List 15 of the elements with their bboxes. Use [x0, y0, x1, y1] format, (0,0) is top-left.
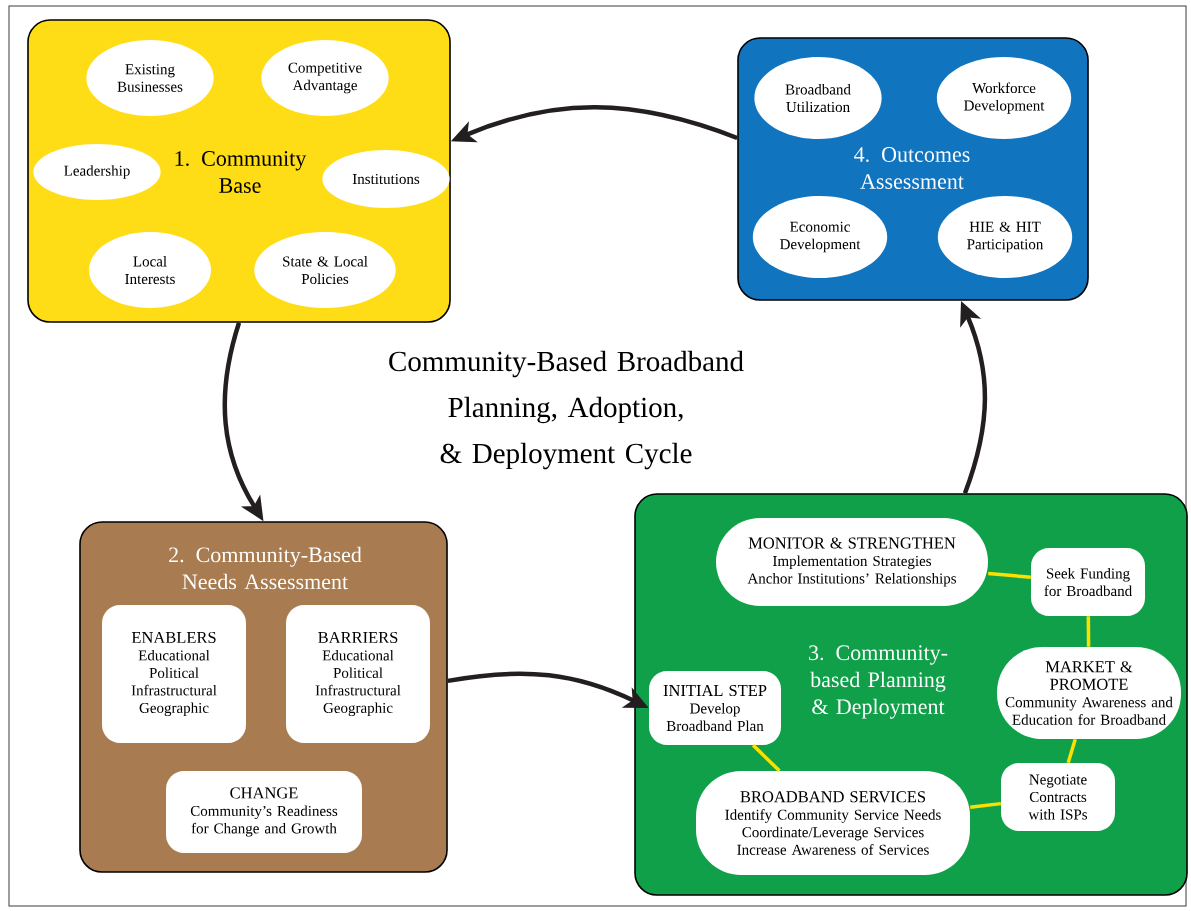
connector-line — [751, 743, 781, 773]
connector-line — [988, 571, 1031, 579]
step-box: INITIAL STEP Develop Broadband Plan — [649, 671, 781, 745]
step-box: MONITOR & STRENGTHEN Implementation Strategies Anchor Institutions’ Relationships — [716, 518, 988, 606]
factor-box: CHANGE Community’s Readiness for Change and Growth — [166, 771, 362, 853]
factor-box: BARRIERS Educational Political Infrastructural Geographic — [286, 605, 430, 743]
step-box: BROADBAND SERVICES Identify Community Service Needs Coordinate/Leverage Services Increase Awareness of Services — [696, 771, 970, 875]
connector-line — [1086, 616, 1091, 647]
connector-line — [970, 801, 1001, 809]
step-box: Seek Funding for Broadband — [1031, 548, 1145, 616]
step-box: Negotiate Contracts with ISPs — [1001, 763, 1115, 831]
diagram-title: Community-Based Broadband Planning, Adoption, & Deployment Cycle — [389, 350, 744, 470]
connector-line — [1066, 738, 1077, 764]
step-box: MARKET & PROMOTE Community Awareness and Education for Broadband — [997, 647, 1181, 739]
factor-box: ENABLERS Educational Political Infrastructural Geographic — [102, 605, 246, 743]
